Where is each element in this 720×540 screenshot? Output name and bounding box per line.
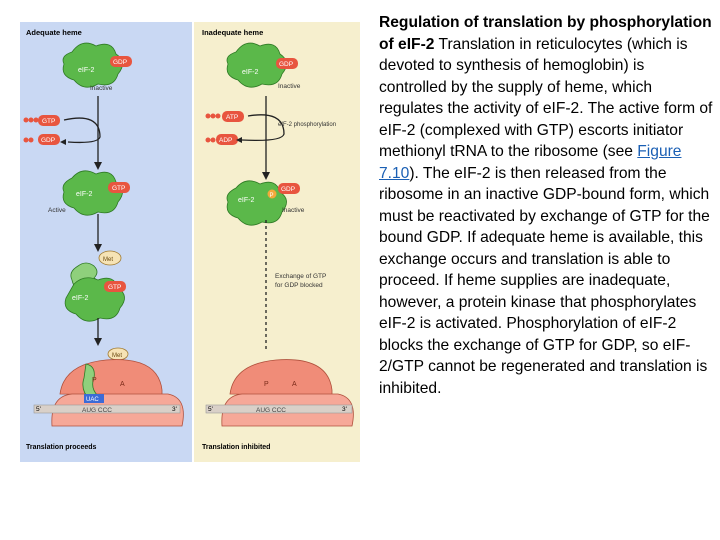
caption-body-1: Translation in reticulocytes (which is d… xyxy=(379,35,713,161)
svg-text:GDP: GDP xyxy=(113,59,127,66)
svg-text:AUG CCC: AUG CCC xyxy=(256,407,286,414)
ribosome-left: Met UAC P A AUG CCC 5' 3' xyxy=(33,347,184,427)
svg-text:Active: Active xyxy=(48,207,66,214)
svg-text:GTP: GTP xyxy=(112,185,125,192)
svg-text:A: A xyxy=(120,381,125,388)
arrowhead-left-1 xyxy=(94,162,102,170)
svg-text:A: A xyxy=(292,381,297,388)
svg-text:GDP: GDP xyxy=(279,61,293,68)
svg-text:eIF-2: eIF-2 xyxy=(242,69,258,76)
figure-caption: Regulation of translation by phosphoryla… xyxy=(379,12,714,399)
figure-svg: Adequate heme GDP eIF-2 Inactive GTP GDP… xyxy=(20,22,360,462)
svg-text:3': 3' xyxy=(172,406,177,413)
svg-text:Inactive: Inactive xyxy=(90,85,113,92)
svg-text:eIF-2: eIF-2 xyxy=(78,67,94,74)
svg-text:GDP: GDP xyxy=(281,186,295,193)
svg-text:UAC: UAC xyxy=(86,397,99,403)
eif2-gdp-phosphorylated-right: GDP P eIF-2 Inactive xyxy=(226,180,305,226)
left-footer: Translation proceeds xyxy=(26,444,97,451)
svg-text:for GDP blocked: for GDP blocked xyxy=(275,282,323,289)
eif2-gdp-complex-right: GDP eIF-2 Inactive xyxy=(226,42,301,90)
arrowhead-left-2 xyxy=(94,244,102,252)
gtp-gdp-exchange-left: GTP GDP xyxy=(23,115,101,145)
translation-figure: Adequate heme GDP eIF-2 Inactive GTP GDP… xyxy=(20,22,360,462)
svg-text:GTP: GTP xyxy=(108,284,121,291)
svg-text:Exchange of GTP: Exchange of GTP xyxy=(275,273,326,280)
svg-text:5': 5' xyxy=(208,406,213,413)
ribosome-right: P A AUG CCC 5' 3' xyxy=(205,359,354,427)
left-heading: Adequate heme xyxy=(26,28,82,37)
svg-text:AUG CCC: AUG CCC xyxy=(82,407,112,414)
svg-text:GDP: GDP xyxy=(41,137,55,144)
svg-text:3': 3' xyxy=(342,406,347,413)
eif2-met-trna-left: Met GTP eIF-2 xyxy=(64,250,126,322)
caption-body-2: ). The eIF-2 is then released from the r… xyxy=(379,164,710,397)
right-heading: Inadequate heme xyxy=(202,28,263,37)
svg-text:eIF-2: eIF-2 xyxy=(238,197,254,204)
svg-text:GTP: GTP xyxy=(42,118,55,125)
svg-text:Inactive: Inactive xyxy=(278,83,301,90)
svg-text:P: P xyxy=(92,377,97,384)
svg-text:eIF-2: eIF-2 xyxy=(76,191,92,198)
right-footer: Translation inhibited xyxy=(202,444,270,451)
eif2-gtp-active-left: GTP eIF-2 Active xyxy=(48,170,130,216)
svg-text:5': 5' xyxy=(36,406,41,413)
svg-text:ATP: ATP xyxy=(226,114,238,121)
arrowhead-right-1 xyxy=(262,172,270,180)
svg-text:Met: Met xyxy=(103,257,113,263)
svg-text:eIF-2: eIF-2 xyxy=(72,295,88,302)
svg-text:ADP: ADP xyxy=(219,137,232,144)
svg-text:Inactive: Inactive xyxy=(282,207,305,214)
svg-text:Met: Met xyxy=(112,353,122,359)
eif2-gdp-complex-left: GDP eIF-2 Inactive xyxy=(62,42,132,92)
figure-link[interactable]: Figure 7.10 xyxy=(379,143,682,182)
arrowhead-left-3 xyxy=(94,338,102,346)
svg-text:P: P xyxy=(270,193,274,199)
caption-title: Regulation of translation by phosphoryla… xyxy=(379,14,712,53)
svg-text:eIF-2 phosphorylation: eIF-2 phosphorylation xyxy=(278,122,336,128)
svg-text:P: P xyxy=(264,381,269,388)
